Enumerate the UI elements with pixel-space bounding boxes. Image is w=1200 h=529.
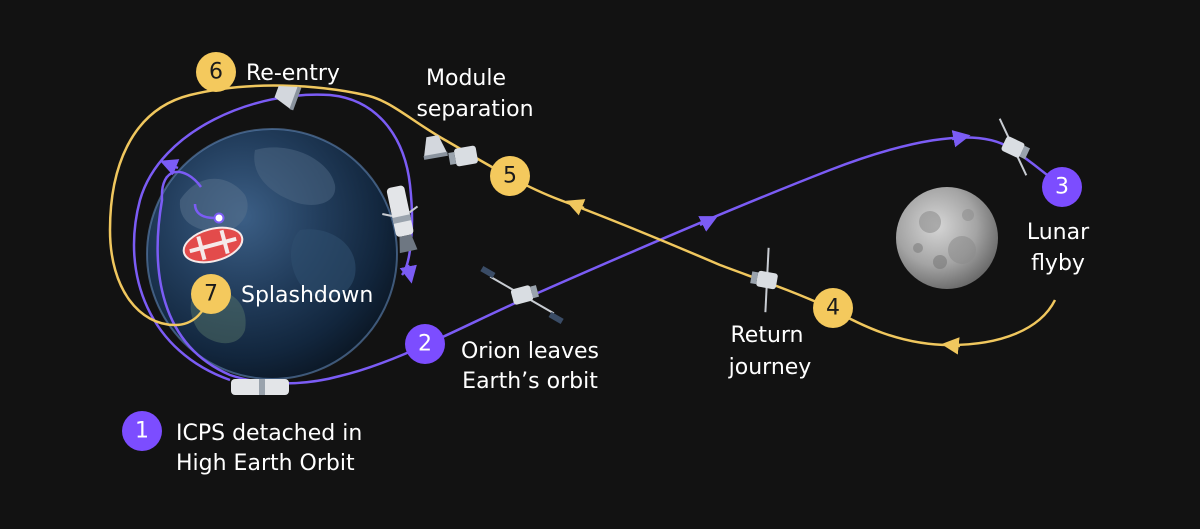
svg-text:1: 1 — [135, 419, 149, 444]
step-label-6: Re-entry — [246, 61, 340, 86]
outbound-entry-hook — [193, 203, 216, 220]
step-badge-4: 4 — [813, 288, 853, 328]
orion-spacecraft-icon — [750, 247, 778, 313]
step-badge-5: 5 — [490, 156, 530, 196]
svg-text:7: 7 — [204, 282, 218, 307]
outbound-arrow — [951, 130, 971, 148]
orion-spacecraft-icon — [448, 145, 478, 167]
return-arrow — [941, 337, 961, 355]
earth-globe-icon — [146, 128, 398, 380]
step-label-4-line2: journey — [728, 355, 812, 380]
svg-text:4: 4 — [826, 296, 840, 321]
step-badge-2: 2 — [405, 324, 445, 364]
step-label-3-line2: flyby — [1031, 251, 1085, 276]
rocket-stage-icon — [231, 379, 289, 395]
step-label-2-line2: Earth’s orbit — [462, 369, 598, 394]
rocket-stage-icon — [382, 185, 419, 254]
svg-text:2: 2 — [418, 332, 432, 357]
return-trajectory — [108, 84, 1057, 347]
svg-text:3: 3 — [1055, 175, 1069, 200]
moon-icon — [896, 187, 998, 289]
step-label-1-line1: ICPS detached in — [176, 421, 362, 446]
step-badge-6: 6 — [196, 52, 236, 92]
step-label-5-line2: separation — [416, 97, 533, 122]
return-arrow — [565, 199, 586, 216]
parachute-icon — [182, 226, 244, 264]
step-badge-3: 3 — [1042, 167, 1082, 207]
step-label-4-line1: Return — [730, 323, 803, 348]
step-label-2-line1: Orion leaves — [461, 339, 599, 364]
step-label-1-line2: High Earth Orbit — [176, 451, 355, 476]
outbound-arrow — [399, 264, 417, 284]
crew-capsule-icon — [423, 135, 448, 160]
step-badge-1: 1 — [122, 411, 162, 451]
orion-spacecraft-icon — [480, 265, 564, 325]
outbound-high-orbit — [132, 93, 414, 382]
step-label-3-line1: Lunar — [1027, 220, 1090, 245]
step-label-5-line1: Module — [426, 66, 506, 91]
crew-capsule-icon — [274, 85, 302, 111]
orion-spacecraft-icon — [998, 118, 1031, 176]
outbound-trajectory — [156, 136, 1063, 385]
step-badge-7: 7 — [191, 274, 231, 314]
svg-text:6: 6 — [209, 60, 223, 85]
svg-text:5: 5 — [503, 164, 517, 189]
outbound-arrow — [159, 159, 180, 176]
step-label-7: Splashdown — [241, 283, 373, 308]
outbound-arrow — [698, 216, 718, 232]
splashdown-point — [213, 212, 225, 224]
